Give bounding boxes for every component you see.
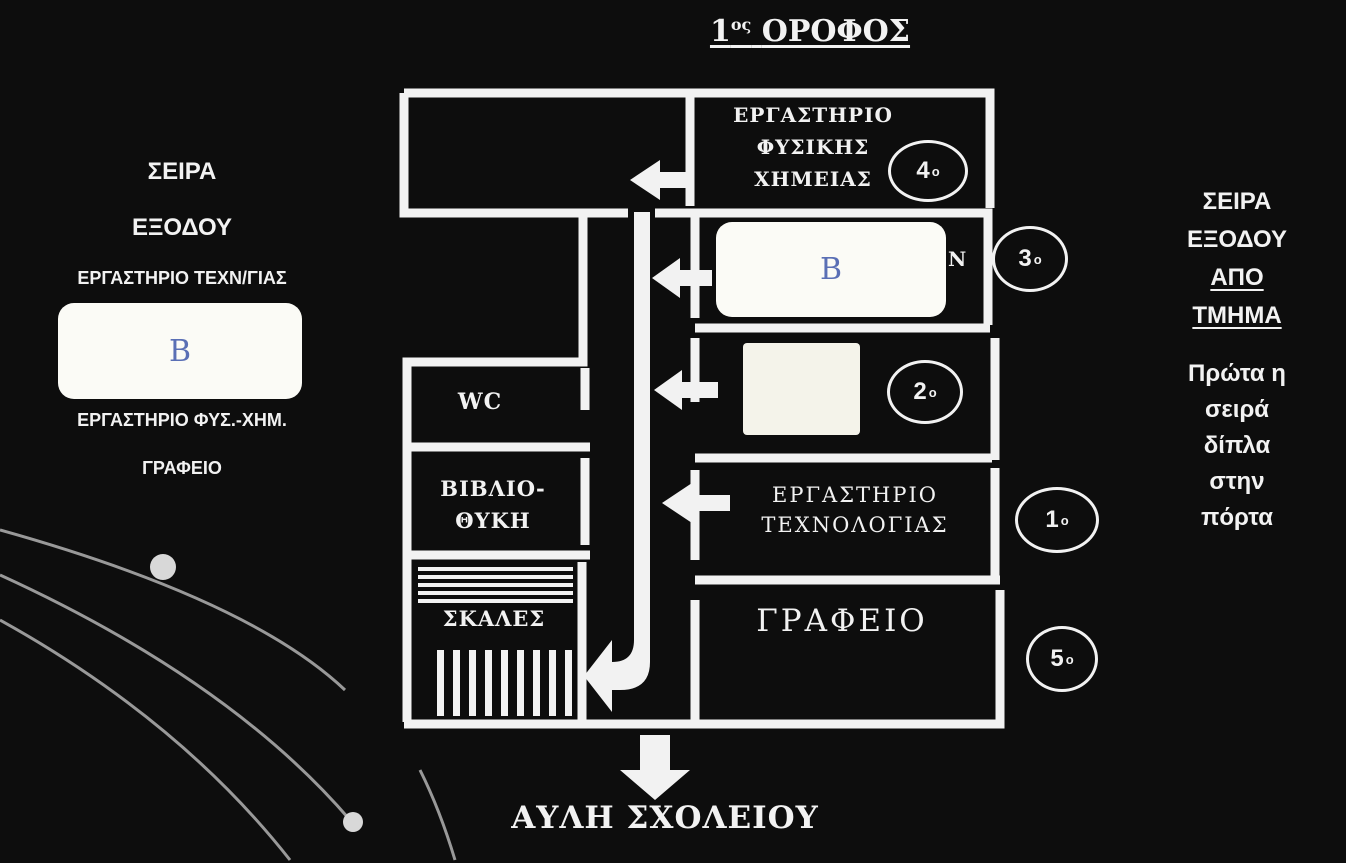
room3-sticker-letter: B xyxy=(819,252,843,287)
left-exit-label-2: ΕΞΟΔΟΥ xyxy=(131,214,233,241)
arrow-physics-lab xyxy=(630,160,686,200)
wall-left-shaft xyxy=(402,215,588,722)
room3-sticker-patch: B xyxy=(716,222,946,317)
right-exit-label-3: ΑΠΟ xyxy=(1210,264,1264,291)
library-line-1: ΒΙΒΛΙΟ- xyxy=(440,476,546,501)
right-note-5: πόρτα xyxy=(1200,504,1274,531)
room3-partial-label: Ν xyxy=(948,247,968,271)
wall-top-block xyxy=(399,88,995,218)
left-sticker-patch: B xyxy=(58,303,302,399)
office-label: ΓΡΑΦΕΙΟ xyxy=(756,603,928,639)
wall-wc xyxy=(410,368,590,452)
physics-lab-label: ΕΡΓΑΣΤΗΡΙΟ ΦΥΣΙΚΗΣ ΧΗΜΕΙΑΣ xyxy=(733,102,893,192)
right-exit-label-2: ΕΞΟΔΟΥ xyxy=(1186,226,1288,253)
page-title: 1ος ΟΡΟΦΟΣ xyxy=(709,14,911,49)
room2-sticker-patch xyxy=(743,343,860,435)
stairs-label: ΣΚΑΛΕΣ xyxy=(442,606,546,631)
wall-room-dividers xyxy=(695,323,1000,585)
wall-library xyxy=(410,458,590,560)
planet-dot-1 xyxy=(150,554,176,580)
wc-label: WC xyxy=(457,389,503,415)
right-note-2: σειρά xyxy=(1204,396,1270,423)
arrow-tech-lab xyxy=(662,483,730,523)
left-sequence-3: ΓΡΑΦΕΙΟ xyxy=(142,458,222,478)
exit-label: ΑΥΛΗ ΣΧΟΛΕΙΟΥ xyxy=(511,800,819,836)
right-exit-label-1: ΣΕΙΡΑ xyxy=(1202,188,1272,215)
tech-lab-line-2: ΤΕΧΝΟΛΟΓΙΑΣ xyxy=(761,513,949,537)
physics-lab-line-2: ΦΥΣΙΚΗΣ xyxy=(756,135,870,159)
library-line-2: ΘΥΚΗ xyxy=(455,508,531,533)
corridor-path xyxy=(584,212,650,712)
arrow-room3 xyxy=(652,258,712,298)
arrow-room2 xyxy=(654,370,718,410)
decorative-arcs xyxy=(0,528,457,861)
left-sticker-letter: B xyxy=(168,333,192,369)
tech-lab-line-1: ΕΡΓΑΣΤΗΡΙΟ xyxy=(771,483,939,507)
left-sequence-1: ΕΡΓΑΣΤΗΡΙΟ ΤΕΧΝ/ΓΙΑΣ xyxy=(77,268,287,288)
right-note-4: στην xyxy=(1209,468,1265,495)
physics-lab-line-1: ΕΡΓΑΣΤΗΡΙΟ xyxy=(733,103,893,127)
wall-right-stack xyxy=(655,208,1000,580)
wall-bottom xyxy=(404,590,1005,729)
physics-lab-line-3: ΧΗΜΕΙΑΣ xyxy=(754,167,872,191)
left-exit-label-1: ΣΕΙΡΑ xyxy=(147,158,217,185)
exit-arrow xyxy=(620,735,690,800)
planet-dot-2 xyxy=(343,812,363,832)
right-exit-label-4: ΤΜΗΜΑ xyxy=(1192,302,1282,329)
library-label: ΒΙΒΛΙΟ- ΘΥΚΗ xyxy=(440,476,545,534)
right-note-1: Πρώτα η xyxy=(1188,360,1286,387)
right-note-3: δίπλα xyxy=(1203,432,1271,459)
left-sequence-2: ΕΡΓΑΣΤΗΡΙΟ ΦΥΣ.-ΧΗΜ. xyxy=(77,410,287,430)
tech-lab-label: ΕΡΓΑΣΤΗΡΙΟ ΤΕΧΝΟΛΟΓΙΑΣ xyxy=(761,480,948,540)
